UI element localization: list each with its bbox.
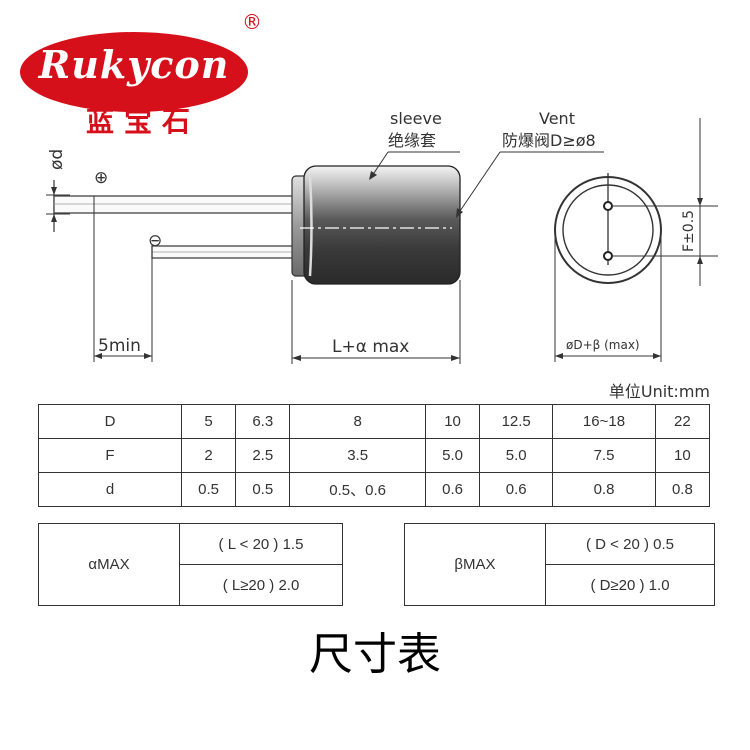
brand-logo: Rukycon [18,30,250,114]
table-cell: 3.5 [289,438,426,473]
body-length-dimension: L+α max [291,280,461,364]
alpha-max-table: αMAX ( L < 20 ) 1.5 ( L≥20 ) 2.0 [38,523,343,606]
beta-max-label: βMAX [404,523,546,606]
logo-oval-shape [20,32,248,112]
beta-row-2: ( D≥20 ) 1.0 [545,564,715,606]
lead-diameter-dimension: ød [46,149,70,232]
table-cell: 7.5 [552,438,656,473]
table-cell: 5 [180,404,237,439]
unit-label: 单位Unit:mm [608,382,710,401]
lead-min-label: 5min [98,336,141,356]
sleeve-callout: sleeve 绝缘套 [369,109,460,180]
row-header: d [38,472,182,507]
sleeve-label-en: sleeve [390,109,442,128]
table-cell: 10 [424,404,481,439]
table-cell: 2 [180,438,237,473]
beta-max-table: βMAX ( D < 20 ) 0.5 ( D≥20 ) 1.0 [404,523,715,606]
negative-lead [151,245,295,259]
table-cell: 0.6 [479,472,554,507]
sleeve-label-cn: 绝缘套 [388,131,436,150]
vent-callout: Vent 防爆阀D≥ø8 [456,109,604,218]
lead-dia-label: ød [47,149,67,170]
registered-mark: ® [242,10,262,34]
table-cell: 8 [289,404,426,439]
table-cell: 0.8 [654,472,711,507]
end-view [554,173,662,284]
capacitor-body [291,165,461,285]
table-cell: 2.5 [235,438,291,473]
lead-min-dimension: 5min [93,196,153,362]
positive-symbol: ⊕ [94,168,108,188]
capacitor-drawing: ød ⊕ ⊖ sleeve 绝缘套 Vent 防爆阀D≥ø8 [46,109,718,364]
alpha-max-label: αMAX [38,523,180,606]
beta-row-1: ( D < 20 ) 0.5 [545,523,715,565]
table-cell: 0.8 [552,472,656,507]
table-cell: 10 [654,438,711,473]
logo-chinese-name: 蓝宝石 [86,105,201,138]
table-cell: 16~18 [552,404,656,439]
alpha-row-1: ( L < 20 ) 1.5 [179,523,343,565]
table-cell: 5.0 [479,438,554,473]
end-dia-label: øD+β (max) [566,338,640,352]
pitch-label: F±0.5 [681,210,697,252]
page-caption: 尺寸表 [309,629,441,680]
positive-lead [53,195,295,214]
table-cell: 0.5 [180,472,237,507]
table-cell: 12.5 [479,404,554,439]
row-header: D [38,404,182,439]
table-cell: 0.5、0.6 [289,472,426,507]
table-cell: 6.3 [235,404,291,439]
vent-label-cn: 防爆阀D≥ø8 [502,131,596,150]
row-header: F [38,438,182,473]
end-diameter-dimension: øD+β (max) [554,230,662,362]
pitch-dimension: F±0.5 [612,118,718,286]
body-length-label: L+α max [332,337,409,357]
table-cell: 0.5 [235,472,291,507]
vent-label-en: Vent [539,109,575,128]
table-cell: 22 [654,404,711,439]
table-cell: 5.0 [424,438,481,473]
logo-wordmark: Rukycon [38,42,230,87]
alpha-row-2: ( L≥20 ) 2.0 [179,564,343,606]
table-cell: 0.6 [424,472,481,507]
